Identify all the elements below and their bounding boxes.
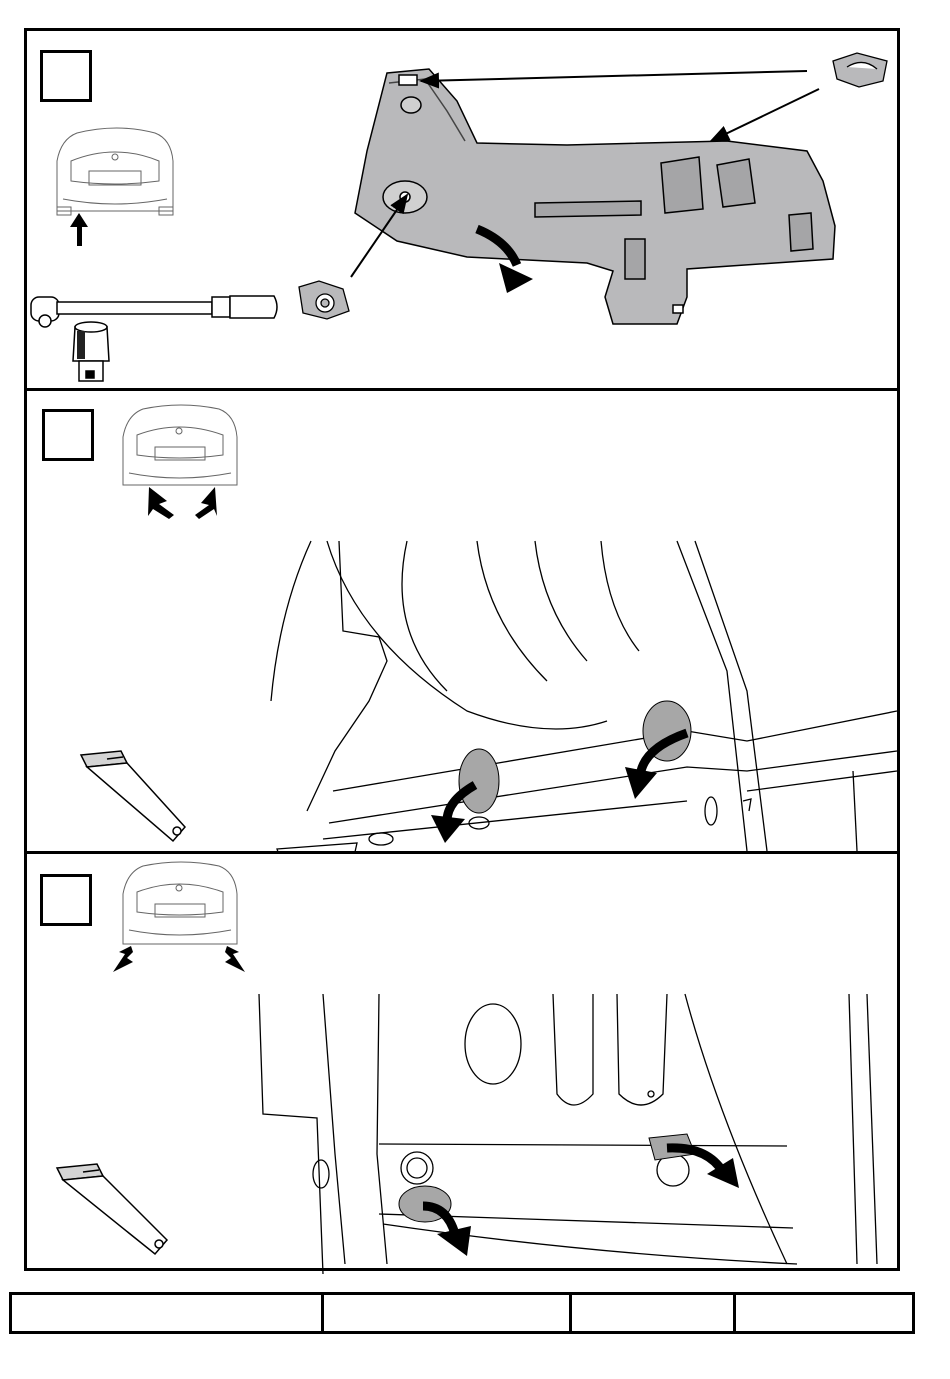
flat-screwdriver-icon <box>81 751 185 841</box>
clip-nut-icon <box>299 281 349 319</box>
footer-cell <box>736 1295 912 1331</box>
step-panel-3 <box>27 851 897 1274</box>
footer-cell <box>12 1295 324 1331</box>
step-3-illustration <box>27 854 897 1277</box>
underbody-drawing <box>259 994 877 1274</box>
curved-arrow-icon <box>423 1148 739 1256</box>
car-rear-view-icon <box>123 405 237 485</box>
step-panel-2 <box>27 388 897 851</box>
flat-screwdriver-icon <box>57 1164 167 1254</box>
clip-nut-icon <box>833 53 887 87</box>
heat-shield-part <box>355 69 835 324</box>
arrow-up-icon <box>70 213 88 246</box>
arrow-diagonal-icon <box>148 487 217 519</box>
socket-icon <box>73 322 109 381</box>
underbody-drawing <box>271 541 897 854</box>
car-rear-view-icon <box>123 862 237 944</box>
footer-cell <box>324 1295 572 1331</box>
car-rear-view-icon <box>57 128 173 215</box>
footer-table <box>9 1292 915 1334</box>
step-2-illustration <box>27 391 897 854</box>
footer-cell <box>572 1295 736 1331</box>
ratchet-wrench-icon <box>31 296 277 327</box>
step-1-illustration <box>27 31 897 388</box>
rubber-plug <box>459 701 691 813</box>
arrow-diagonal-icon <box>113 946 245 972</box>
instruction-frame <box>24 28 900 1271</box>
step-panel-1 <box>27 31 897 388</box>
